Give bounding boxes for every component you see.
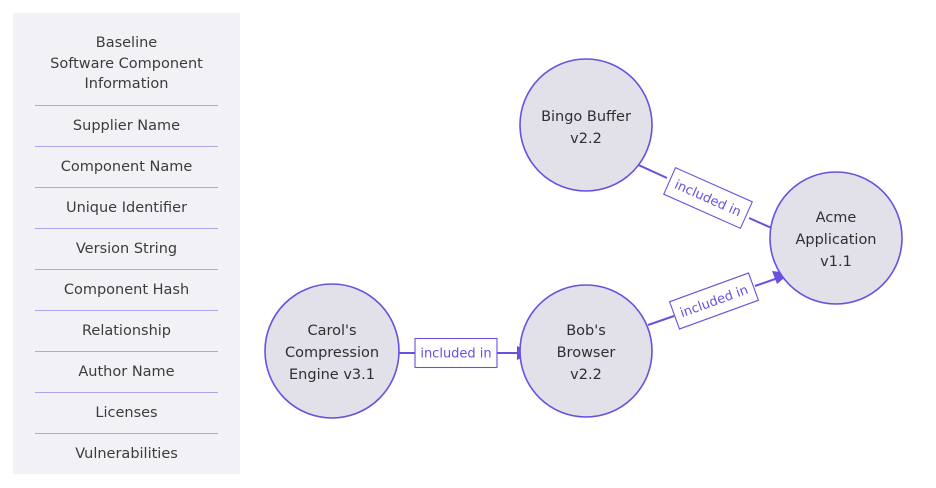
node-acme-application[interactable]: Acme Application v1.1 — [769, 171, 903, 305]
diagram-canvas: included in included in included in — [264, 58, 903, 419]
node-bobs-browser-circle[interactable] — [519, 284, 653, 418]
node-bobs-browser-label-line-1: Bob's — [566, 323, 606, 339]
node-bobs-browser[interactable]: Bob's Browser v2.2 — [519, 284, 653, 418]
edge-bob-acme-segment-1 — [647, 315, 675, 326]
list-item-unique-identifier: Unique Identifier — [35, 186, 218, 228]
edge-bob-to-acme: included in — [647, 271, 790, 330]
node-carols-compression-engine-circle[interactable] — [264, 283, 400, 419]
edge-carol-bob-label: included in — [414, 337, 498, 369]
edge-bob-acme-label-box — [668, 272, 760, 330]
list-item-supplier-name: Supplier Name — [35, 104, 218, 146]
edge-bingo-acme-label: included in — [663, 166, 753, 230]
node-acme-application-label-line-2: Application — [795, 232, 876, 248]
baseline-field-list: Supplier Name Component Name Unique Iden… — [13, 104, 240, 474]
node-bingo-buffer-circle[interactable] — [519, 58, 653, 192]
edge-bingo-acme-label-box — [663, 166, 753, 230]
edge-bob-acme-segment-2 — [754, 277, 779, 287]
list-item-vulnerabilities: Vulnerabilities — [35, 432, 218, 474]
node-bobs-browser-label-line-2: Browser — [557, 345, 616, 361]
list-item-author-name: Author Name — [35, 350, 218, 392]
baseline-info-panel: Baseline Software Component Information … — [13, 13, 240, 474]
list-item-licenses: Licenses — [35, 391, 218, 433]
list-item-component-name: Component Name — [35, 145, 218, 187]
panel-title: Baseline Software Component Information — [13, 13, 240, 105]
list-item-component-hash: Component Hash — [35, 268, 218, 310]
list-item-relationship: Relationship — [35, 309, 218, 351]
edge-bob-acme-label: included in — [668, 272, 760, 330]
edge-carol-bob-label-text: included in — [420, 347, 491, 362]
edge-bingo-to-acme: included in — [631, 161, 794, 239]
node-acme-application-label-line-3: v1.1 — [820, 254, 852, 270]
edge-carol-bob-label-box — [414, 337, 498, 369]
node-acme-application-label-line-1: Acme — [816, 210, 857, 226]
edge-carol-to-bob: included in — [399, 337, 532, 369]
panel-title-line-2: Software Component — [50, 55, 203, 72]
node-bingo-buffer-label-line-1: Bingo Buffer — [541, 109, 631, 125]
node-bingo-buffer[interactable]: Bingo Buffer v2.2 — [519, 58, 653, 192]
node-carols-compression-engine[interactable]: Carol's Compression Engine v3.1 — [264, 283, 400, 419]
list-item-version-string: Version String — [35, 227, 218, 269]
node-acme-application-circle[interactable] — [769, 171, 903, 305]
panel-title-line-3: Information — [84, 76, 169, 93]
node-carols-compression-engine-label-line-1: Carol's — [307, 323, 356, 339]
component-relationship-diagram: included in included in included in — [250, 0, 936, 488]
node-carols-compression-engine-label-line-2: Compression — [285, 345, 379, 361]
node-carols-compression-engine-label-line-3: Engine v3.1 — [289, 367, 375, 383]
node-bingo-buffer-label-line-2: v2.2 — [570, 131, 602, 147]
panel-title-line-1: Baseline — [95, 35, 158, 51]
node-bobs-browser-label-line-3: v2.2 — [570, 367, 602, 383]
